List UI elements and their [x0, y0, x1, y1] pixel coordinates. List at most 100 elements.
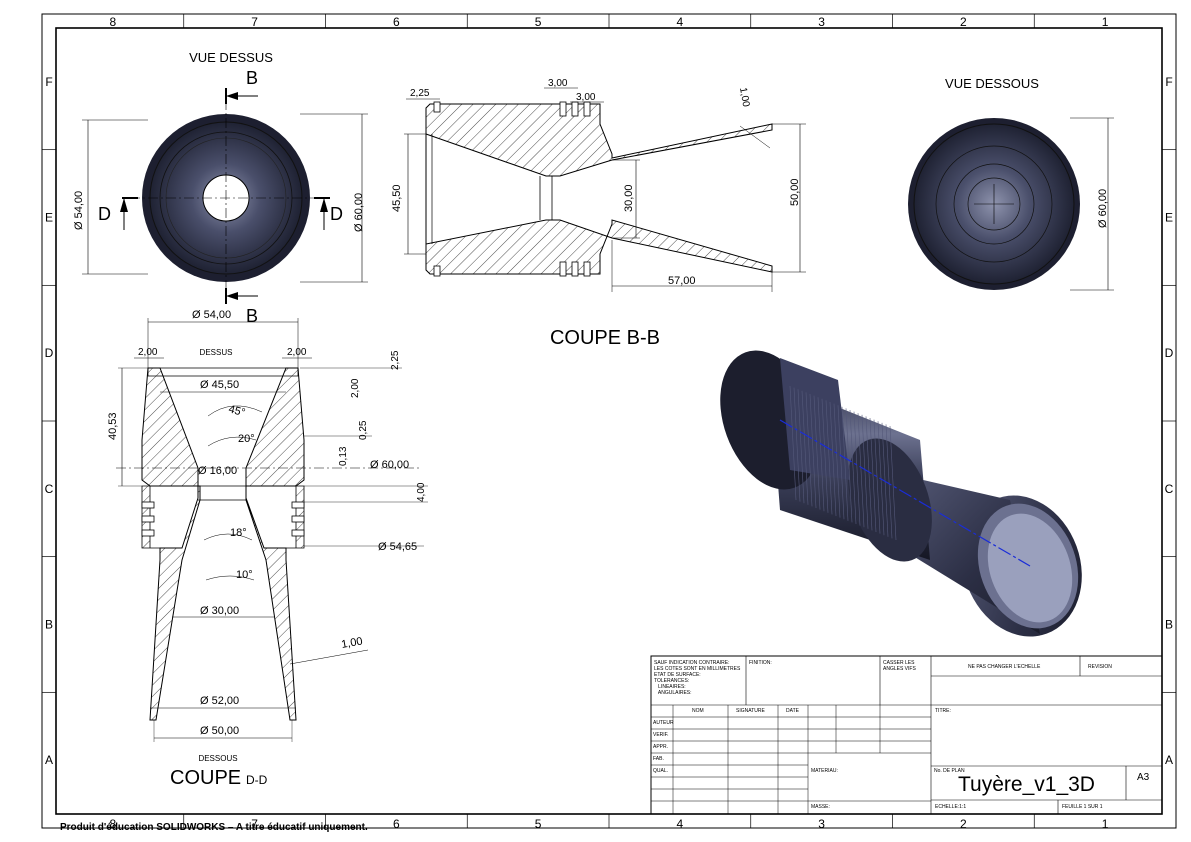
row-appr: APPR. [653, 744, 669, 750]
no-scale-label: NE PAS CHANGER L'ECHELLE [968, 664, 1041, 670]
dim-dd-top-54: Ø 54,00 [192, 309, 231, 321]
zone-col-label: 7 [251, 817, 258, 831]
dim-dd-wall-left: 2,00 [138, 347, 158, 358]
thread-line [877, 421, 885, 536]
thread-line [865, 416, 873, 531]
top-view: VUE DESSUS B B D D Ø 54,00 Ø 60,00 [73, 50, 368, 326]
cut-letter-d-left: D [98, 204, 111, 224]
thread-line [825, 400, 833, 515]
material-label: MATERIAU: [811, 768, 838, 774]
note-line: TOLERANCES: [654, 678, 690, 684]
zone-col-label: 4 [677, 15, 684, 29]
zone-col-label: 6 [393, 15, 400, 29]
drawing-no-label: No. DE PLAN [934, 768, 965, 774]
zone-col-label: 1 [1102, 817, 1109, 831]
section-dd-title: COUPE [170, 767, 241, 789]
dim-dd-groove-dia: Ø 54,65 [378, 541, 417, 553]
thread-line [885, 424, 893, 539]
zone-col-label: 2 [960, 817, 967, 831]
dim-dd-exit-inner: Ø 30,00 [200, 605, 239, 617]
row-verif: VERIF. [653, 732, 669, 738]
dim-dd-angle-20: 20° [238, 433, 255, 445]
dim-dd-wall-thk: 1,00 [340, 635, 363, 651]
drawing-number: Tuyère_v1_3D [958, 773, 1095, 796]
dim-bb-300b: 3,00 [576, 92, 596, 103]
dim-bb-5700: 57,00 [668, 275, 696, 287]
bottom-view-title: VUE DESSOUS [945, 76, 1039, 91]
revision-label: REVISION [1088, 664, 1112, 670]
dim-bb-225: 2,25 [410, 88, 430, 99]
zone-col-label: 8 [110, 817, 117, 831]
sheet-number: FEUILLE 1 SUR 1 [1062, 804, 1103, 810]
thread-line [869, 417, 877, 533]
zone-row-label: A [1165, 753, 1173, 767]
thread-line [821, 398, 829, 513]
dim-dd-top-right: 2,25 [390, 350, 401, 370]
thread-line [789, 385, 797, 501]
thread-line [873, 419, 881, 534]
dim-dd-height: 40,53 [107, 412, 119, 440]
thread-line [797, 389, 805, 504]
row-fab: FAB. [653, 756, 664, 762]
thread-line [881, 422, 889, 537]
top-view-title: VUE DESSUS [189, 50, 273, 65]
dim-dd-angle-10: 10° [236, 569, 253, 581]
zone-row-label: B [1165, 618, 1173, 632]
thread-line [801, 390, 809, 505]
title-block [650, 655, 1163, 815]
dim-dd-step: 2,00 [350, 378, 361, 398]
general-notes: SAUF INDICATION CONTRAIRE: LES COTES SON… [654, 660, 744, 696]
iso-3d-view [720, 350, 1082, 637]
thread-line [829, 401, 837, 517]
weight-label: MASSE: [811, 804, 830, 810]
zone-row-label: D [1165, 346, 1174, 360]
dim-bottom-60: Ø 60,00 [1097, 189, 1109, 228]
zone-col-label: 1 [1102, 15, 1109, 29]
header-date: DATE [786, 708, 799, 714]
thread-line [809, 393, 817, 509]
dim-dd-angle-18: 18° [230, 527, 247, 539]
thread-line [833, 403, 841, 518]
thread-line [805, 392, 813, 507]
zone-row-label: F [1165, 75, 1172, 89]
zone-col-label: 4 [677, 817, 684, 831]
dim-dd-025: 0,25 [358, 420, 369, 440]
dim-bb-5000: 50,00 [789, 178, 801, 206]
education-watermark-note: Produit d'éducation SOLIDWORKS – A titre… [60, 822, 368, 833]
zone-row-label: C [1165, 482, 1174, 496]
zone-col-label: 8 [110, 15, 117, 29]
break-edges-line: ANGLES VIFS [883, 666, 916, 672]
zone-col-label: 3 [818, 15, 825, 29]
header-signature: SIGNATURE [736, 708, 765, 714]
header-name: NOM [692, 708, 704, 714]
thread-line [817, 397, 825, 512]
cut-letter-d-right: D [330, 204, 343, 224]
section-bb: 45,50 2,25 3,00 3,00 1,00 30,00 50,00 57… [391, 78, 806, 349]
thread-line [853, 411, 861, 526]
zone-col-label: 3 [818, 817, 825, 831]
dim-dd-exit-50: Ø 50,00 [200, 725, 239, 737]
section-dd: Ø 54,00 2,00 DESSUS 2,00 2,25 Ø 45,50 2,… [107, 309, 428, 789]
thread-line [849, 409, 857, 525]
title-label: TITRE: [935, 708, 951, 714]
section-bb-title: COUPE B-B [550, 327, 660, 349]
dim-dd-dessous: DESSOUS [198, 754, 237, 763]
thread-lines [789, 385, 897, 541]
dim-dd-angle-45: 45° [227, 403, 246, 419]
note-line: LINEAIRES: [654, 684, 686, 690]
dim-dd-exit-52: Ø 52,00 [200, 695, 239, 707]
bottom-view: VUE DESSOUS Ø 60,00 [908, 76, 1114, 291]
zone-row-label: E [1165, 211, 1173, 225]
dim-dd-dessus: DESSUS [200, 348, 233, 357]
zone-col-label: 5 [535, 817, 542, 831]
dim-top-60: Ø 60,00 [353, 193, 365, 232]
scale-label: ECHELLE:1:1 [935, 804, 967, 810]
cut-letter-b-bottom: B [246, 306, 258, 326]
sheet-size: A3 [1137, 772, 1150, 783]
note-line: SAUF INDICATION CONTRAIRE: [654, 660, 730, 666]
row-author: AUTEUR [653, 720, 674, 726]
dim-dd-inner-top: Ø 45,50 [200, 379, 239, 391]
thread-line [837, 405, 845, 520]
